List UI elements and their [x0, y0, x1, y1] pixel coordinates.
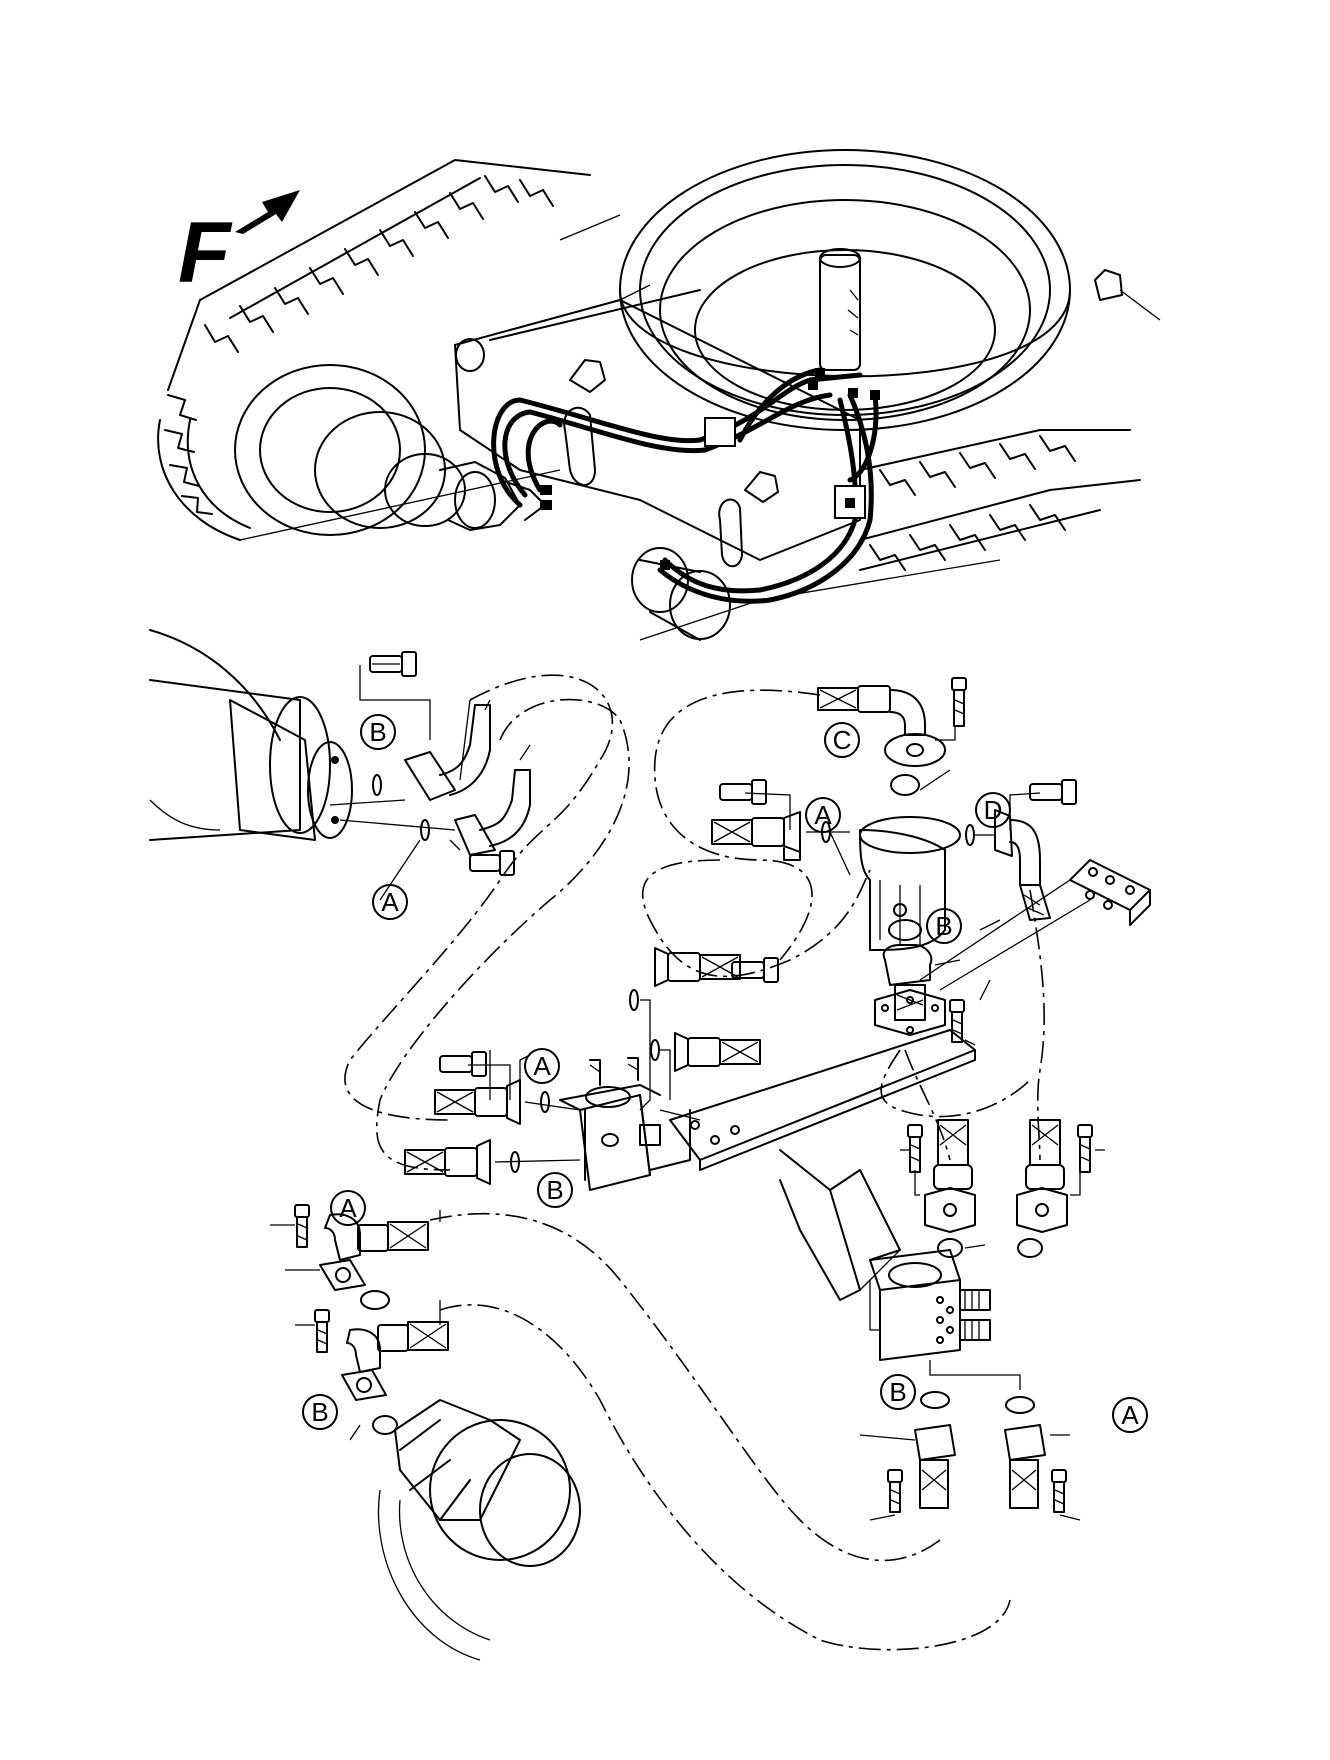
- callout-a-3: A: [524, 1048, 560, 1084]
- svg-text:D: D: [984, 795, 1003, 825]
- svg-text:B: B: [546, 1175, 563, 1205]
- right-lower-hoses: [900, 1119, 1105, 1258]
- hose-a-upper: [711, 779, 851, 876]
- svg-text:B: B: [311, 1397, 328, 1427]
- left-track: [157, 159, 591, 541]
- svg-text:A: A: [381, 887, 399, 917]
- center-beam: [669, 1029, 976, 1301]
- hose-route-5: [429, 1212, 941, 1562]
- svg-text:A: A: [1121, 1400, 1139, 1430]
- direction-arrow-icon: [235, 190, 300, 234]
- left-lower-fittings: [270, 1204, 449, 1441]
- hose-routing: [491, 367, 880, 604]
- hose-route-2: [376, 698, 630, 1171]
- svg-text:C: C: [833, 725, 852, 755]
- direction-letter: F: [178, 205, 233, 301]
- hose-d-assembly: [965, 779, 1077, 921]
- hose-route-7: [1029, 889, 1045, 1161]
- overview-illustration: F: [157, 149, 1161, 641]
- right-track: [639, 429, 1141, 641]
- hose-route-9: [880, 1049, 1031, 1118]
- center-valve-block: [559, 1057, 701, 1191]
- callout-b-2: B: [926, 908, 962, 944]
- callout-a-2: A: [805, 797, 841, 833]
- swing-ring: [619, 149, 1071, 431]
- svg-text:B: B: [369, 717, 386, 747]
- callout-a-4: A: [330, 1190, 366, 1226]
- svg-text:A: A: [339, 1193, 357, 1223]
- callout-c: C: [824, 722, 860, 758]
- mounting-plate-right: [919, 859, 1151, 1001]
- hose-c-assembly: [817, 677, 967, 796]
- svg-text:A: A: [533, 1051, 551, 1081]
- lower-valve-block: [869, 1249, 1021, 1390]
- hose-route-4: [641, 859, 871, 978]
- svg-text:A: A: [814, 800, 832, 830]
- callout-labels: B A C A D B A B: [302, 714, 1148, 1433]
- fittings-upper-left: [329, 699, 531, 901]
- bolt-top-left: [359, 651, 431, 740]
- callout-d: D: [975, 792, 1011, 828]
- bottom-travel-motor: [377, 1399, 581, 1661]
- center-block-hoses: [404, 947, 779, 1185]
- svg-text:B: B: [889, 1377, 906, 1407]
- callout-a-1: A: [372, 884, 408, 920]
- left-travel-motor: [149, 629, 353, 841]
- exploded-view: [149, 629, 1151, 1661]
- track-frame: [454, 214, 1161, 568]
- hose-route-8: [904, 1049, 951, 1161]
- callout-b-5: B: [880, 1374, 916, 1410]
- hose-route-6: [439, 1304, 1011, 1651]
- callout-b-1: B: [360, 714, 396, 750]
- swivel-lower-fittings: [874, 919, 976, 1046]
- hose-route-3: [653, 689, 821, 961]
- callout-b-4: B: [302, 1394, 338, 1430]
- bottom-right-fittings: [859, 1391, 1081, 1521]
- callout-b-3: B: [537, 1172, 573, 1208]
- svg-text:B: B: [935, 911, 952, 941]
- callout-a-5: A: [1112, 1397, 1148, 1433]
